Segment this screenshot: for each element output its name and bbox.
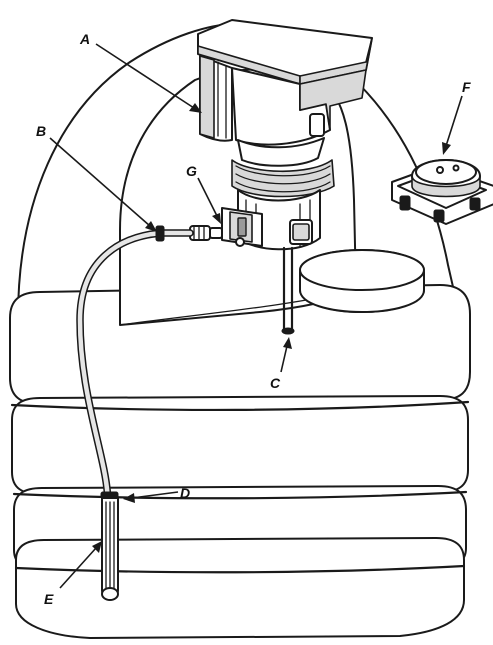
callout-g: G bbox=[186, 163, 197, 179]
pump-assembly bbox=[197, 19, 373, 335]
strainer-tube bbox=[100, 491, 119, 601]
callout-d: D bbox=[180, 485, 190, 501]
float-switch bbox=[391, 159, 493, 225]
callout-a: A bbox=[79, 31, 90, 47]
suction-hose bbox=[76, 225, 194, 516]
callout-b: B bbox=[36, 123, 46, 139]
callout-f: F bbox=[462, 79, 471, 95]
callout-c: C bbox=[270, 375, 281, 391]
callout-arrows bbox=[49, 43, 463, 589]
fill-cap bbox=[299, 249, 425, 313]
callout-e: E bbox=[44, 591, 54, 607]
